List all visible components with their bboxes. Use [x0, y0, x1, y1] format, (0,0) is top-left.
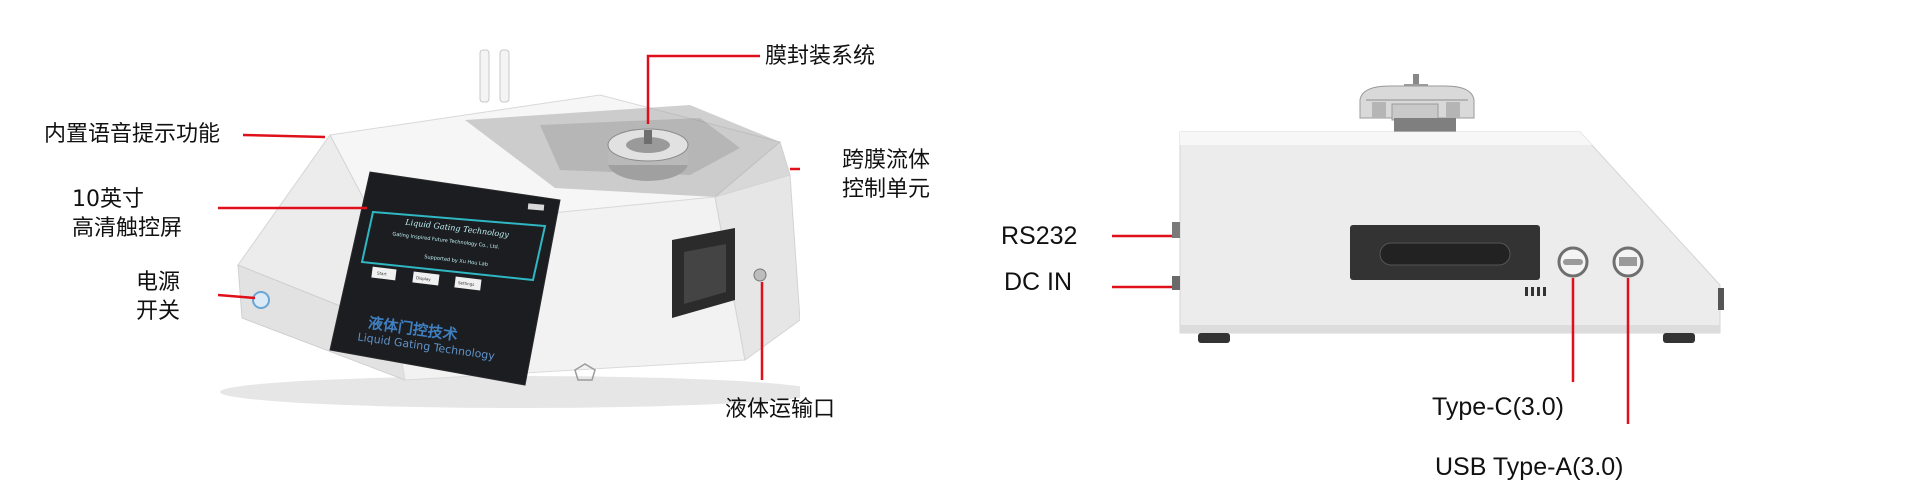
callout-transmembrane-line1: 跨膜流体	[842, 148, 931, 173]
callout-touch-screen-line1: 10英寸	[72, 187, 144, 212]
callout-voice-prompt: 内置语音提示功能	[44, 122, 221, 147]
callout-transmembrane-line2: 控制单元	[842, 177, 931, 202]
screen-button-start: Start	[376, 270, 388, 277]
callout-usb-type-a: USB Type-A(3.0)	[1435, 453, 1624, 481]
screen-start-button	[371, 266, 397, 281]
tube-icon	[479, 49, 490, 103]
callout-power-switch-line1: 电源	[136, 270, 181, 295]
callout-transmembrane-unit: 跨膜流体 控制单元	[842, 146, 930, 204]
callout-touch-screen: 10英寸 高清触控屏	[72, 185, 182, 243]
power-button-icon	[252, 291, 270, 309]
device-front-view	[217, 49, 800, 408]
callout-type-c: Type-C(3.0)	[1432, 393, 1564, 421]
callout-power-switch: 电源 开关	[136, 268, 180, 326]
callout-membrane-system: 膜封装系统	[765, 44, 876, 69]
callout-rs232: RS232	[1001, 222, 1078, 250]
callout-liquid-port: 液体运输口	[725, 397, 836, 422]
callout-power-switch-line2: 开关	[136, 299, 181, 324]
callout-touch-screen-line2: 高清触控屏	[72, 216, 183, 241]
callout-dc-in: DC IN	[1004, 268, 1073, 296]
device-side-view	[1112, 74, 1724, 424]
